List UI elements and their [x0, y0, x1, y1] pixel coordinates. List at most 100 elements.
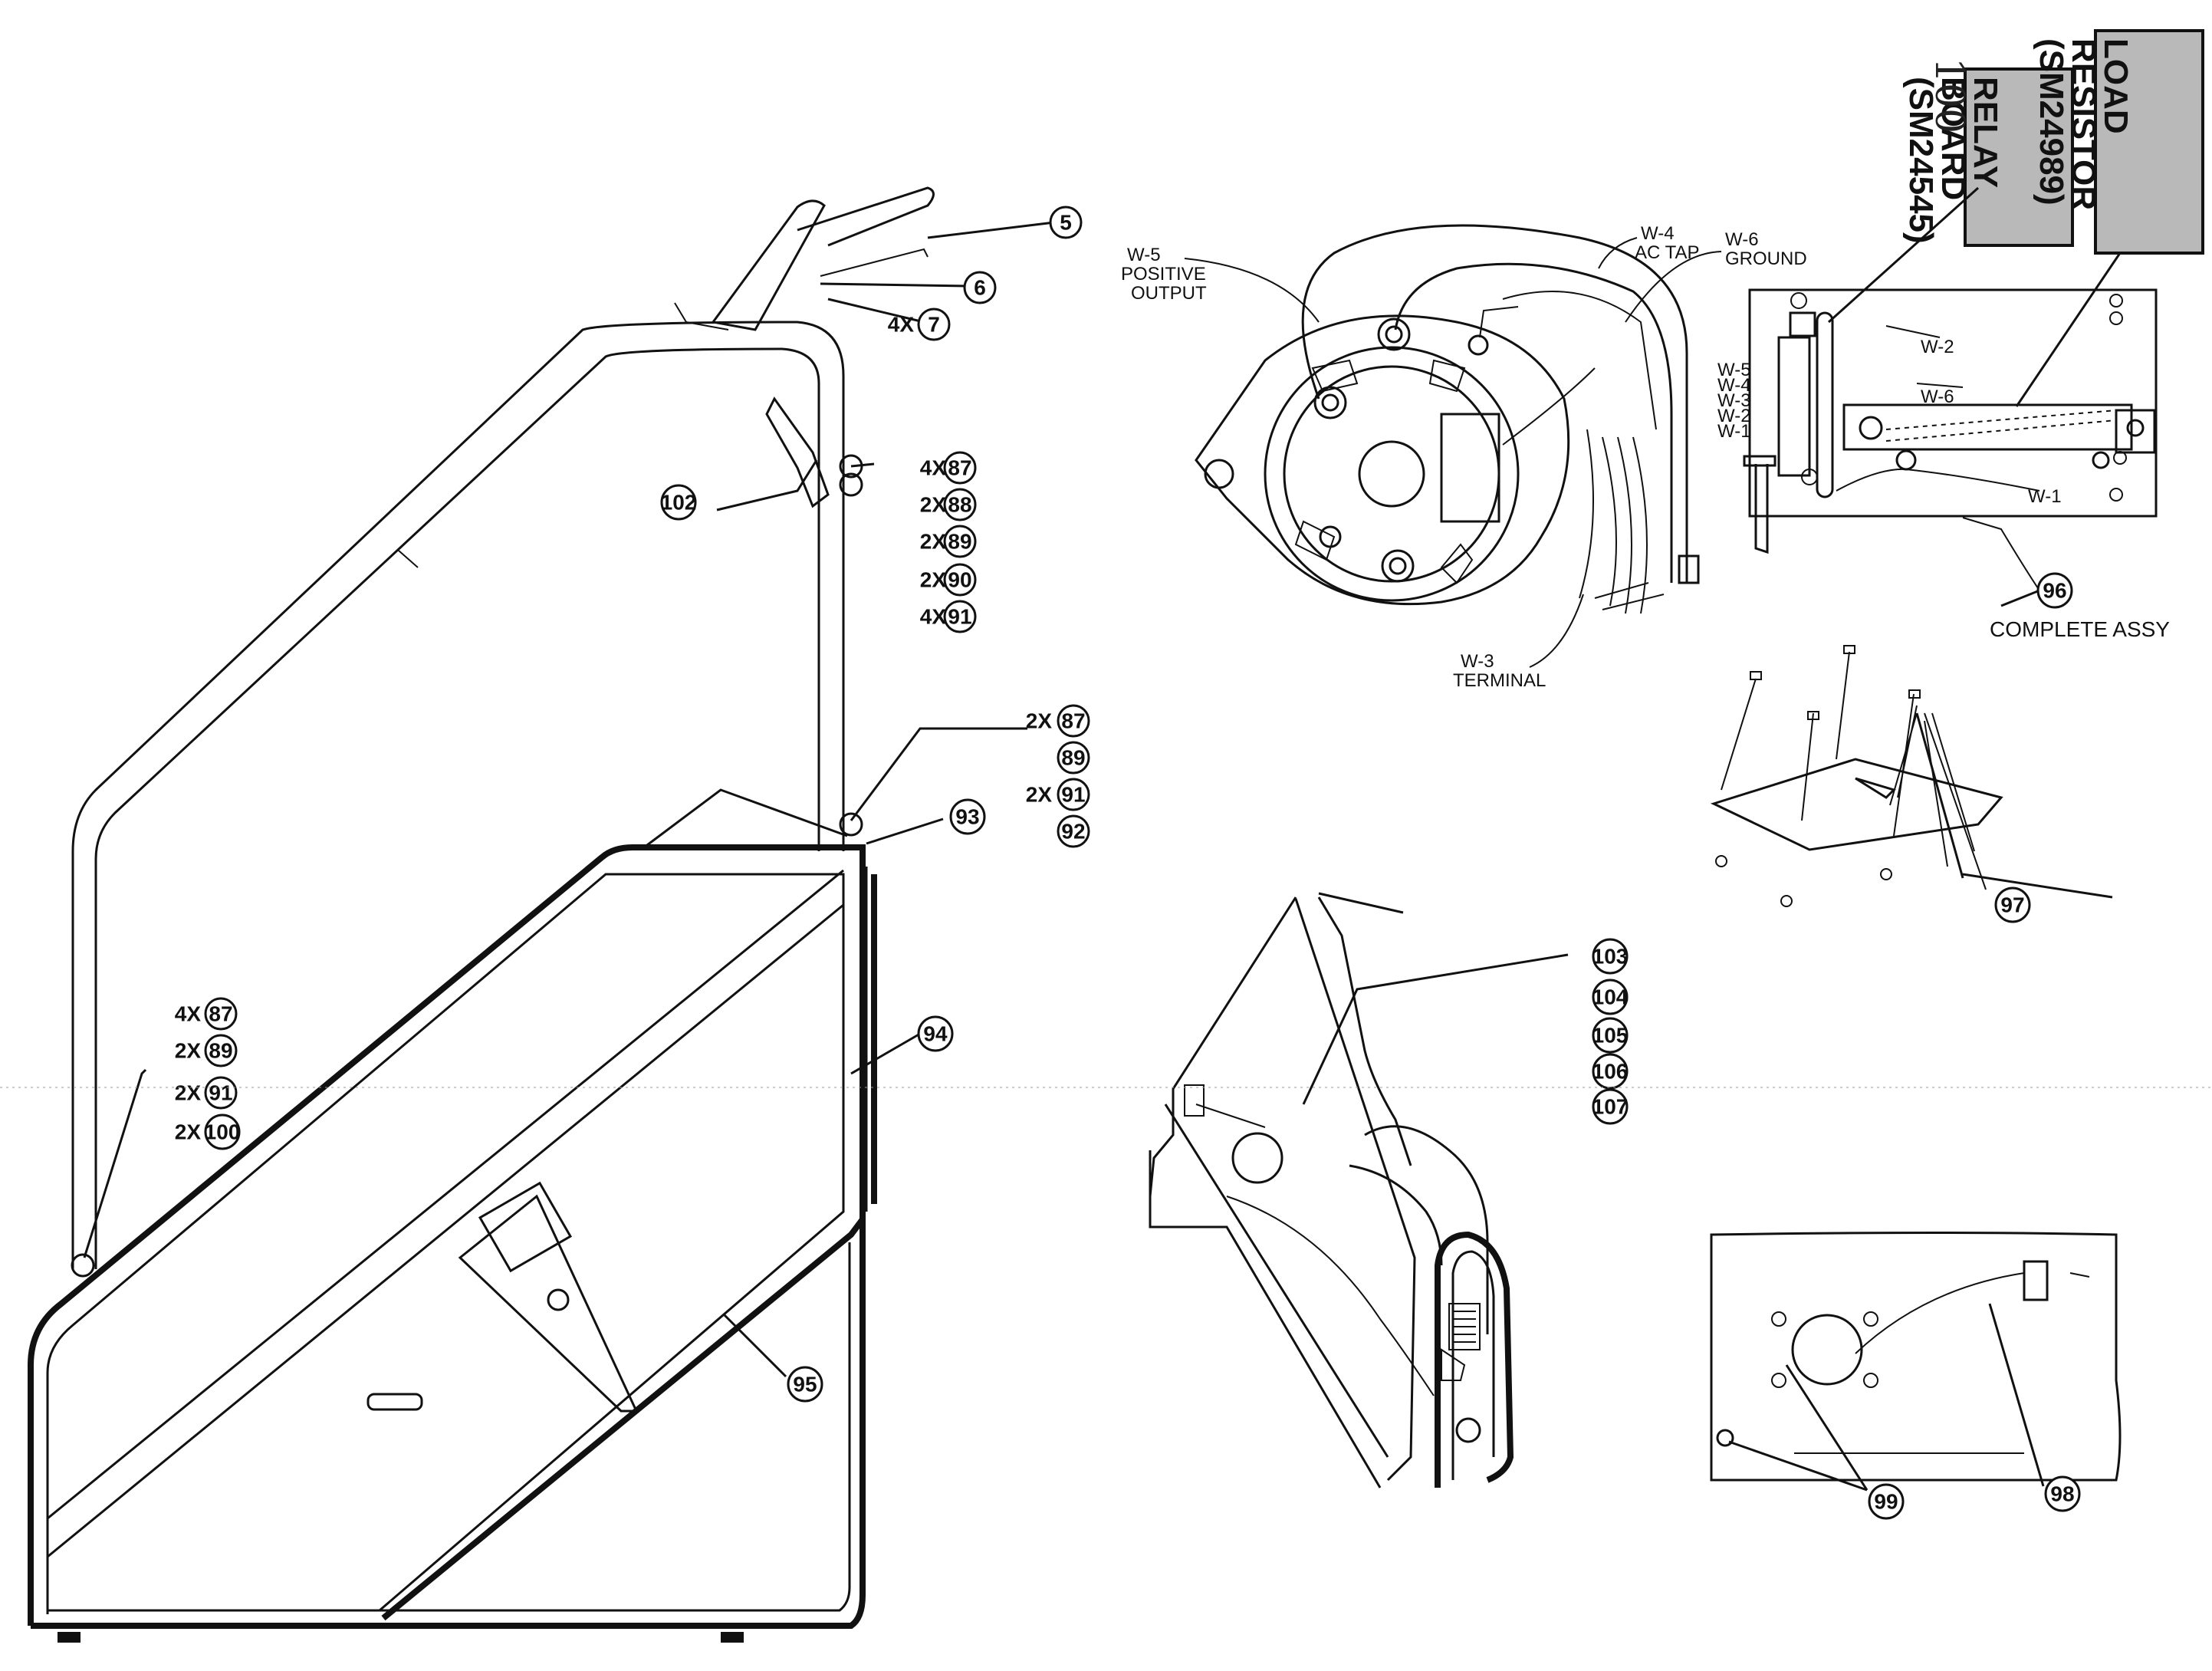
bracket-plate — [1710, 645, 2113, 907]
w5-label-positive: POSITIVE — [1121, 264, 1206, 285]
relay-board-box — [1964, 67, 2074, 247]
svg-text:104: 104 — [1592, 985, 1629, 1009]
callout-6: 6 — [963, 271, 997, 304]
w4-label: W-4 — [1641, 223, 1675, 244]
w5-label: W-5 — [1127, 245, 1161, 265]
svg-text:4X: 4X — [175, 1002, 202, 1026]
svg-text:87: 87 — [209, 1002, 232, 1026]
callout-102: 102 — [660, 484, 697, 521]
load-resistor-box — [2094, 29, 2204, 255]
w3-label: W-3 — [1461, 651, 1494, 672]
mount-plate — [1710, 1232, 2122, 1482]
console-section-view — [1149, 892, 1514, 1488]
w6-label-ground: GROUND — [1725, 248, 1807, 269]
svg-text:91: 91 — [209, 1081, 232, 1105]
callout-92: 92 — [1057, 814, 1090, 848]
board-w2: W-2 — [1717, 406, 1751, 426]
callout-87-group3: 4X 87 — [175, 997, 238, 1031]
svg-text:87: 87 — [1061, 709, 1085, 733]
callout-89-group3: 2X 89 — [175, 1034, 238, 1067]
w3-label-terminal: TERMINAL — [1453, 670, 1546, 691]
wire-labels: W-5 POSITIVE OUTPUT W-4 AC TAP W-6 GROUN… — [1121, 223, 1807, 691]
callout-95: 95 — [787, 1366, 823, 1403]
svg-text:7: 7 — [928, 313, 940, 337]
svg-text:2X: 2X — [175, 1039, 202, 1063]
svg-text:87: 87 — [948, 456, 971, 480]
svg-text:2X: 2X — [175, 1120, 202, 1144]
svg-text:99: 99 — [1874, 1490, 1898, 1514]
board-w5: W-5 — [1717, 360, 1751, 380]
svg-text:89: 89 — [209, 1039, 232, 1063]
cabinet-side-panel — [28, 788, 877, 1643]
relay-board-text: RELAY BOARD (SM24545) — [1902, 77, 2004, 244]
svg-text:105: 105 — [1592, 1024, 1629, 1048]
svg-text:91: 91 — [948, 605, 971, 629]
svg-text:92: 92 — [1061, 820, 1085, 844]
svg-text:2X: 2X — [920, 530, 947, 554]
svg-text:5: 5 — [1060, 211, 1072, 235]
svg-text:106: 106 — [1592, 1060, 1629, 1084]
svg-text:100: 100 — [205, 1120, 241, 1144]
board-w1: W-1 — [1717, 421, 1751, 442]
svg-text:97: 97 — [2000, 893, 2024, 917]
svg-text:90: 90 — [948, 568, 971, 592]
svg-text:102: 102 — [661, 491, 697, 515]
board-w2-top: W-2 — [1921, 337, 1954, 357]
callout-87-group2: 2X 87 — [1026, 704, 1090, 738]
handrail-frame — [71, 321, 863, 1278]
svg-text:89: 89 — [948, 530, 971, 554]
callout-boxes: RELAY BOARD (SM24545) LOAD RESISTOR (SM2… — [1827, 29, 2204, 407]
svg-text:103: 103 — [1592, 945, 1629, 969]
callout-98: 98 — [2044, 1475, 2081, 1512]
callout-91-group3: 2X 91 — [175, 1076, 238, 1110]
svg-text:2X: 2X — [920, 493, 947, 517]
callout-5: 5 — [1049, 206, 1083, 239]
board-w3: W-3 — [1717, 390, 1751, 411]
callout-105: 105 — [1592, 1017, 1629, 1054]
svg-text:4X: 4X — [888, 313, 915, 337]
svg-text:6: 6 — [974, 276, 986, 300]
w6-label: W-6 — [1725, 229, 1759, 250]
svg-text:96: 96 — [2043, 579, 2066, 603]
screws — [1750, 645, 1921, 720]
callout-96: 96 — [2036, 572, 2073, 609]
callout-104: 104 — [1592, 979, 1629, 1015]
svg-text:2X: 2X — [1026, 709, 1053, 733]
svg-text:94: 94 — [923, 1022, 948, 1046]
callout-94: 94 — [917, 1015, 954, 1052]
handwritten-note: 100 — [1926, 58, 1972, 133]
svg-text:95: 95 — [793, 1373, 817, 1396]
callout-103: 103 — [1592, 938, 1629, 975]
callout-93: 93 — [949, 798, 986, 835]
svg-text:2X: 2X — [1026, 783, 1053, 807]
svg-text:4X: 4X — [920, 456, 947, 480]
console-mast — [674, 186, 935, 508]
load-resistor-text: LOAD RESISTOR (SM24989) — [2033, 38, 2135, 219]
callout-89-group2: 89 — [1057, 741, 1090, 775]
callout-97: 97 — [1994, 886, 2031, 923]
callout-7: 4X 7 — [888, 308, 951, 341]
svg-text:2X: 2X — [175, 1081, 202, 1105]
svg-text:89: 89 — [1061, 746, 1085, 770]
board-w6: W-6 — [1921, 387, 1954, 407]
board-w1-bottom: W-1 — [2028, 486, 2062, 507]
board-w4: W-4 — [1717, 375, 1751, 396]
callout-106: 106 — [1592, 1053, 1629, 1090]
leader-lines — [83, 221, 2045, 1492]
svg-text:4X: 4X — [920, 605, 947, 629]
svg-text:98: 98 — [2050, 1482, 2074, 1506]
alternator — [1195, 224, 1700, 614]
callout-107: 107 — [1592, 1088, 1629, 1125]
relay-board-assembly: W-5 W-4 W-3 W-2 W-1 W-2 W-6 W-1 COMPLETE… — [1717, 288, 2170, 641]
svg-text:88: 88 — [948, 493, 971, 517]
complete-assy-label: COMPLETE ASSY — [1990, 617, 2170, 641]
